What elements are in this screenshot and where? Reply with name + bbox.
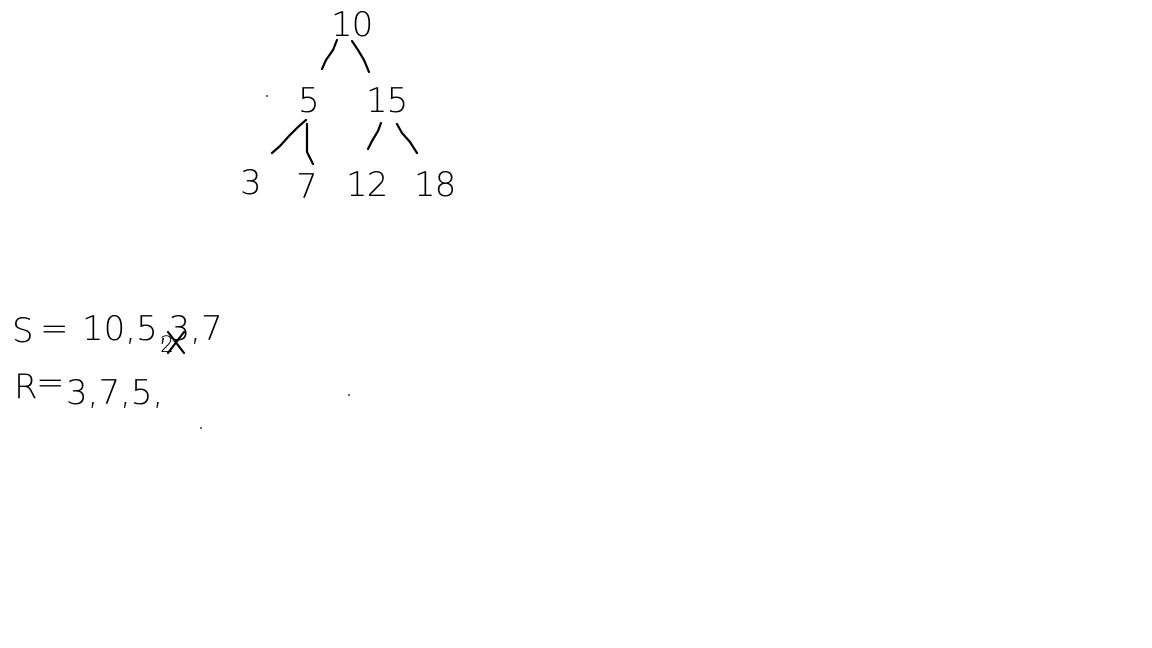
tree-node-right-left: 12 (346, 165, 387, 205)
stack-line-values: 10,5,3,7 (82, 309, 223, 349)
tree-node-right-right: 18 (414, 165, 455, 205)
stray-speck (348, 394, 350, 396)
result-line-equals: = (36, 363, 65, 403)
tree-node-left-left: 3 (240, 163, 261, 203)
stray-speck (266, 95, 268, 97)
tree-edge-root-left (320, 38, 339, 71)
tree-node-root: 10 (331, 5, 372, 45)
tree-edge-left-left (270, 118, 308, 155)
stray-speck (200, 427, 202, 429)
tree-node-left-right: 7 (296, 167, 317, 207)
tree-edge-right-left (366, 121, 383, 151)
tree-node-right: 15 (366, 81, 407, 121)
stack-line-crossed-out: 2 (160, 333, 174, 358)
tree-edge-left-right (305, 122, 315, 166)
tree-node-left: 5 (298, 81, 319, 121)
result-line-values: 3,7,5, (66, 373, 163, 413)
stack-line-label: S (12, 311, 34, 351)
tree-edge-right-right (395, 122, 419, 155)
crossout-mark (166, 330, 186, 355)
tree-edge-root-right (350, 39, 371, 74)
stack-line-equals: = (40, 309, 69, 349)
result-line-label: R (14, 367, 38, 407)
